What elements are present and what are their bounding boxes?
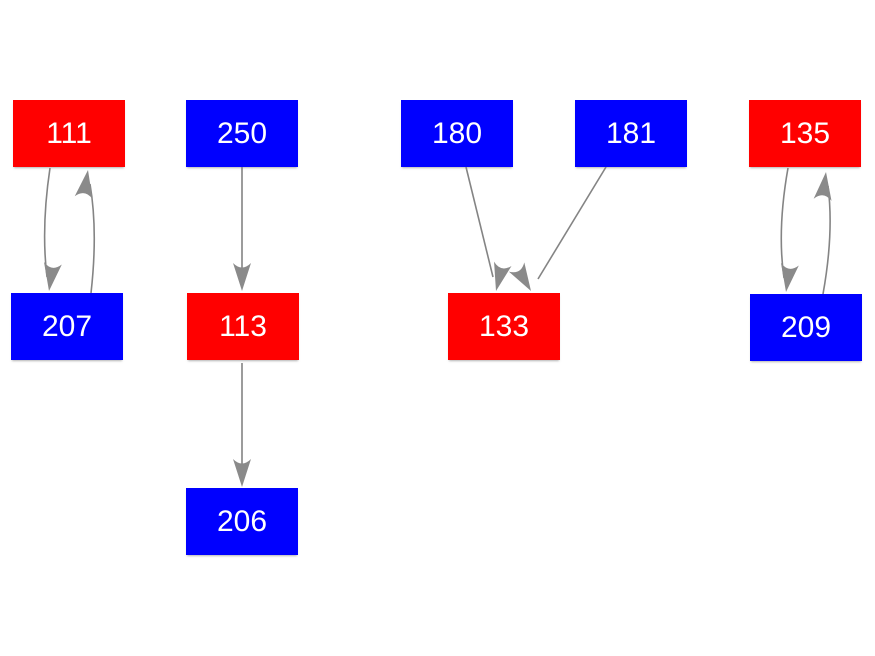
node-111-label: 111 [46, 116, 92, 150]
node-180[interactable]: 180 [401, 100, 513, 167]
edge-135-209 [780, 167, 789, 279]
edge-181-133 [537, 166, 607, 280]
edge-209-135 [822, 185, 831, 295]
edge-180-133 [465, 166, 494, 278]
node-207[interactable]: 207 [11, 293, 123, 360]
arrowhead-111-207 [43, 262, 62, 291]
node-206[interactable]: 206 [186, 488, 298, 555]
node-181[interactable]: 181 [575, 100, 687, 167]
node-209-label: 209 [780, 310, 832, 344]
node-133[interactable]: 133 [448, 293, 560, 360]
node-135[interactable]: 135 [749, 100, 861, 167]
arrowhead-207-111 [74, 170, 93, 200]
arrowhead-135-209 [780, 263, 799, 292]
node-113[interactable]: 113 [187, 293, 299, 360]
arrowhead-180-133 [494, 261, 512, 291]
node-207-label: 207 [41, 309, 93, 343]
node-113-label: 113 [219, 309, 267, 343]
node-209[interactable]: 209 [750, 294, 862, 361]
edge-111-207 [43, 167, 51, 278]
edge-207-111 [89, 183, 96, 294]
node-180-label: 180 [431, 116, 483, 150]
node-250[interactable]: 250 [186, 100, 298, 167]
node-135-label: 135 [779, 116, 831, 150]
arrowhead-181-133 [508, 262, 531, 291]
node-181-label: 181 [605, 116, 657, 150]
node-133-label: 133 [478, 309, 530, 343]
arrowhead-113-206 [233, 459, 251, 487]
node-206-label: 206 [216, 504, 268, 538]
node-111[interactable]: 111 [13, 100, 125, 167]
arrowhead-250-113 [233, 263, 251, 291]
node-250-label: 250 [216, 116, 268, 150]
arrowhead-209-135 [813, 172, 832, 201]
